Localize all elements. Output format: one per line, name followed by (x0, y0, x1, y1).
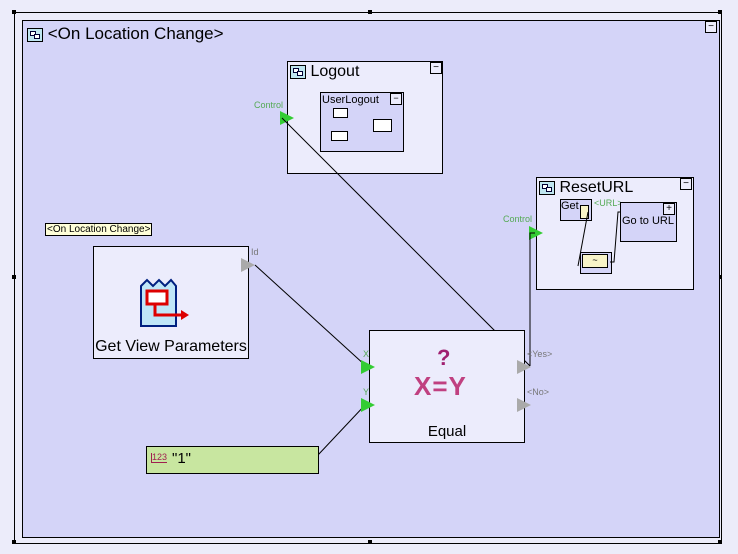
sub-node (373, 119, 392, 132)
subflow-icon (539, 180, 555, 195)
resize-handle[interactable] (368, 540, 372, 544)
number-icon: 123 (151, 452, 168, 463)
resize-handle[interactable] (12, 540, 16, 544)
go-to-url-title: Go to URL (622, 215, 674, 227)
resize-handle[interactable] (718, 275, 722, 279)
equal-node[interactable] (369, 330, 525, 443)
equal-symbol: X=Y (414, 371, 467, 401)
resize-handle[interactable] (368, 10, 372, 14)
reset-url-control-label: Control (503, 214, 533, 224)
userlogout-title: UserLogout (322, 94, 379, 106)
equal-title: Equal (427, 423, 467, 440)
string-icon: ~ (582, 254, 608, 268)
resize-handle[interactable] (718, 540, 722, 544)
id-port-label: Id (251, 247, 259, 257)
x-port-label: X (363, 349, 370, 359)
collapse-button[interactable]: − (705, 21, 717, 33)
yes-port-label: <Yes> (527, 349, 553, 359)
logout-control-label: Control (254, 100, 284, 110)
userlogout-collapse-button[interactable]: − (390, 93, 402, 105)
no-port[interactable] (517, 398, 531, 412)
logout-collapse-button[interactable]: − (430, 62, 442, 74)
y-port-label: Y (363, 387, 370, 397)
tooltip: <On Location Change> (45, 223, 153, 236)
no-port-label: <No> (527, 387, 550, 397)
constant-node[interactable] (146, 446, 319, 474)
url-port-label: <URL> (594, 198, 623, 208)
reset-url-control-port[interactable] (529, 226, 543, 240)
x-port[interactable] (361, 360, 375, 374)
yes-port[interactable] (517, 360, 531, 374)
resize-handle[interactable] (12, 275, 16, 279)
resize-handle[interactable] (12, 10, 16, 14)
id-port[interactable] (241, 258, 255, 272)
y-port[interactable] (361, 398, 375, 412)
logout-control-port[interactable] (280, 111, 294, 125)
container-title: <On Location Change> (27, 24, 224, 44)
resize-handle[interactable] (718, 10, 722, 14)
subflow-icon (290, 64, 306, 79)
constant-value: "1" (172, 450, 191, 467)
question-mark: ? (437, 345, 451, 370)
reset-url-title: ResetURL (539, 179, 633, 197)
reset-url-collapse-button[interactable]: − (680, 178, 692, 190)
sub-node (333, 108, 348, 118)
get-icon (580, 205, 589, 219)
logout-title: Logout (290, 63, 359, 81)
get-view-parameters-title: Get View Parameters (95, 338, 247, 355)
subflow-icon (27, 27, 43, 42)
go-to-url-expand-button[interactable]: + (663, 203, 675, 215)
sub-node (331, 131, 348, 141)
